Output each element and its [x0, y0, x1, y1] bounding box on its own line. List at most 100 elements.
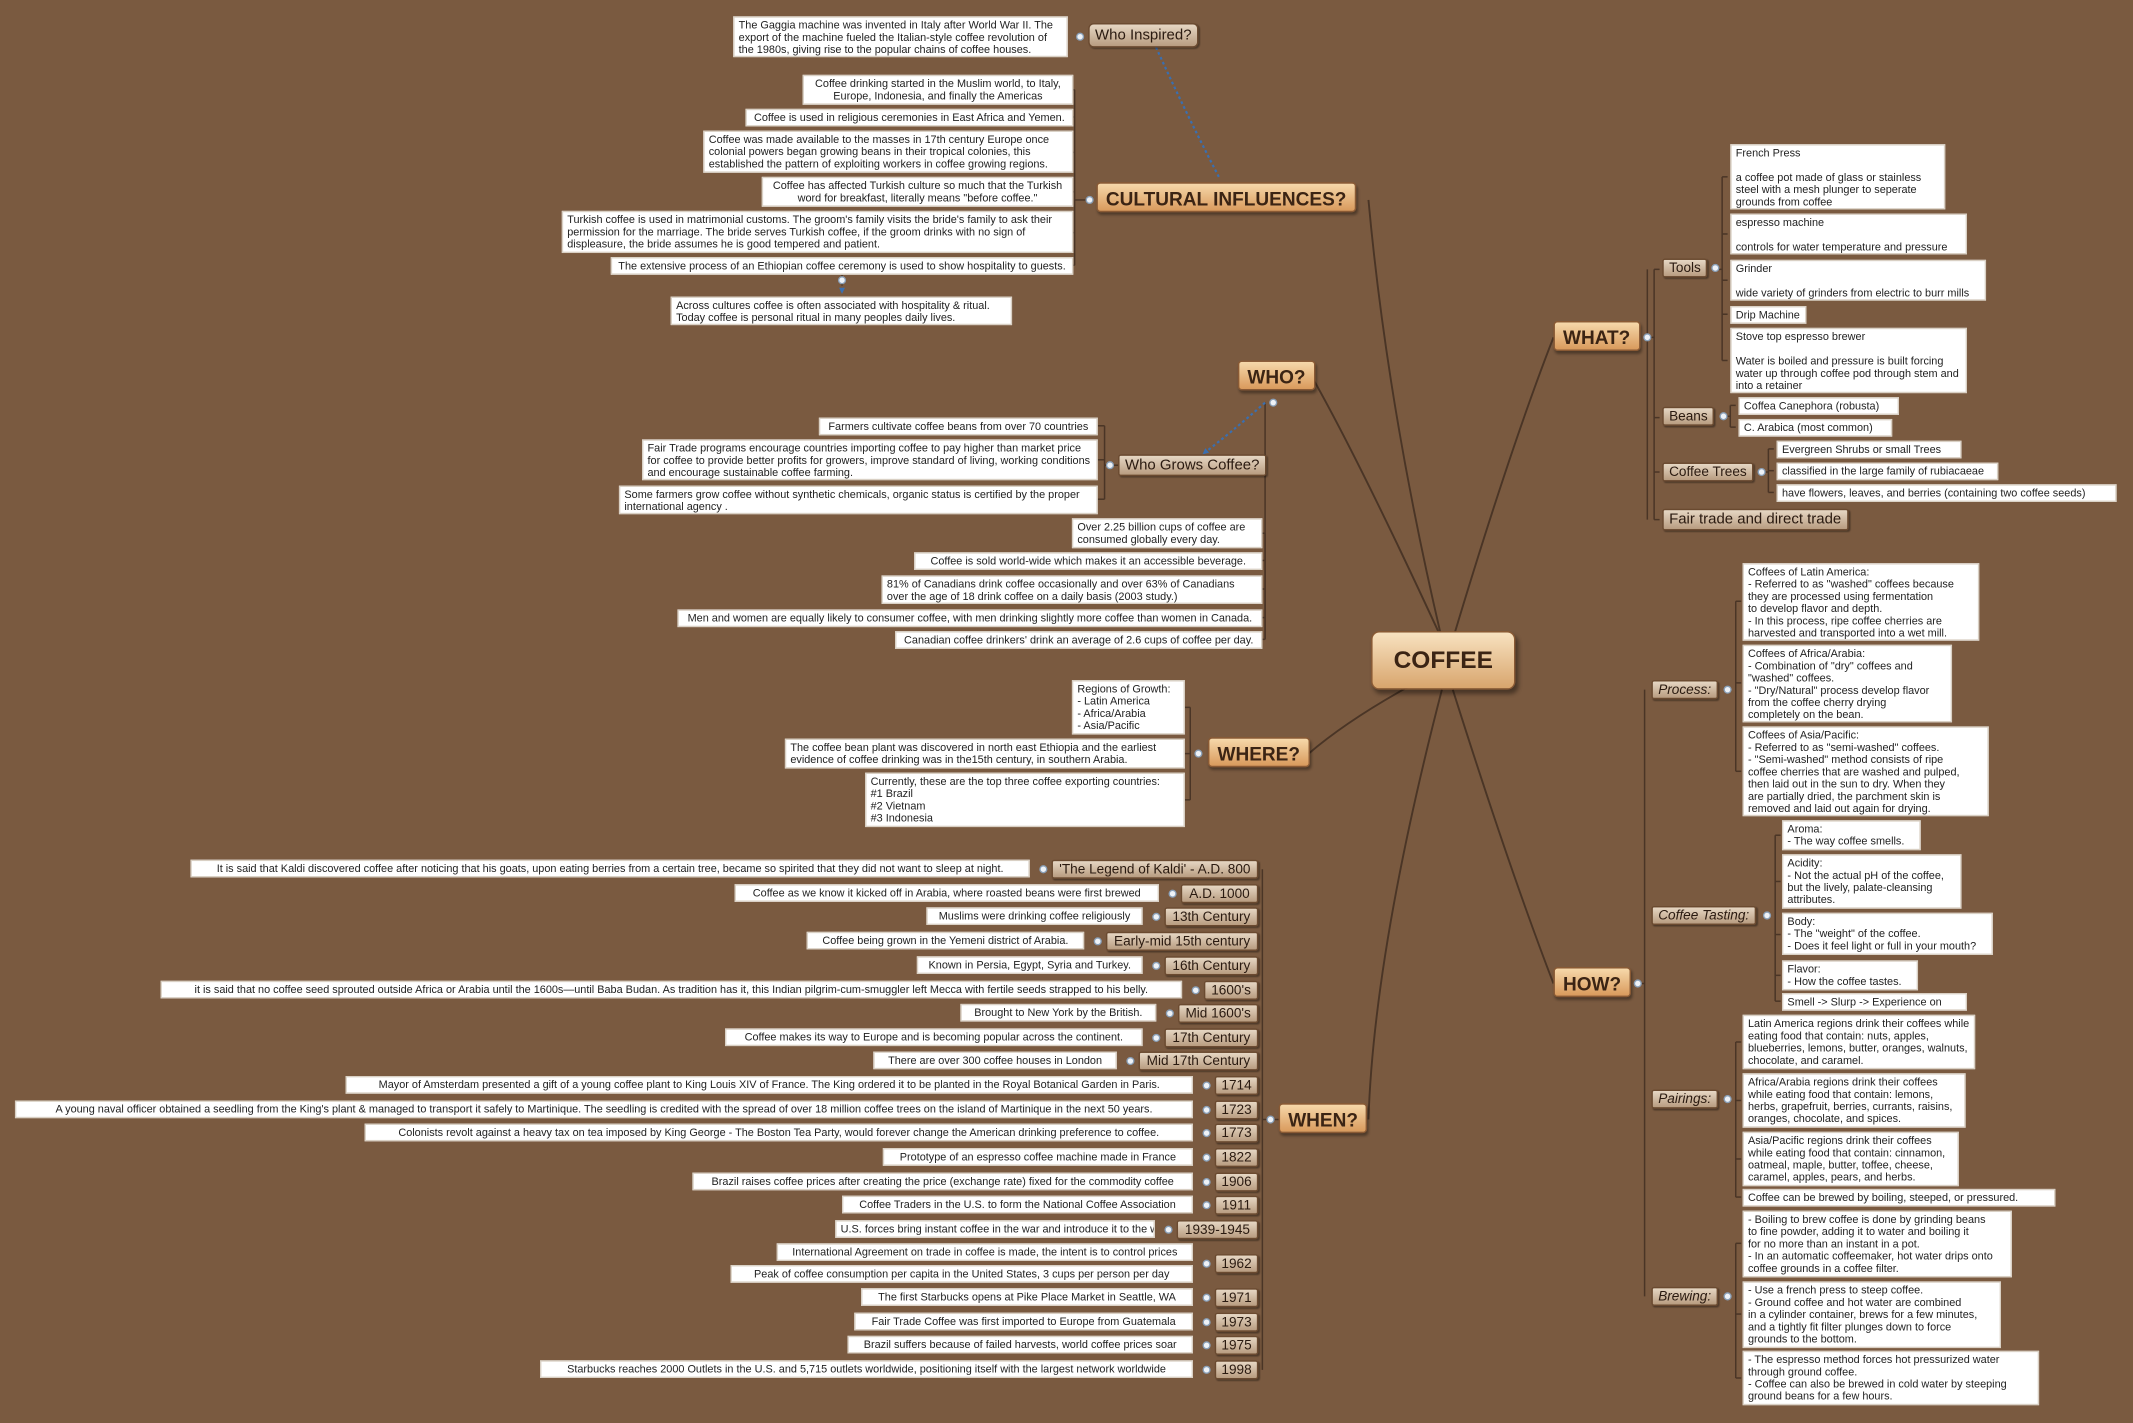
root-topic-coffee[interactable]: COFFEE — [1371, 631, 1516, 690]
topic-beans[interactable]: Beans — [1662, 406, 1715, 426]
topic-coffee-tasting[interactable]: Coffee Tasting: — [1651, 905, 1757, 926]
timeline-note: Brought to New York by the British. — [960, 1003, 1157, 1022]
collapse-dot[interactable] — [1168, 889, 1177, 898]
collapse-dot[interactable] — [1762, 911, 1772, 920]
timeline-note: Brazil raises coffee prices after creati… — [692, 1172, 1193, 1191]
timeline-date[interactable]: 13th Century — [1164, 907, 1259, 927]
collapse-dot[interactable] — [1723, 1292, 1732, 1301]
note-brew-espresso: - The espresso method forces hot pressur… — [1742, 1350, 2040, 1406]
note-cultural-4: Coffee has affected Turkish culture so m… — [761, 176, 1074, 207]
collapse-dot[interactable] — [1643, 333, 1652, 342]
timeline-date[interactable]: 1973 — [1214, 1312, 1259, 1332]
collapse-dot[interactable] — [1202, 1365, 1211, 1374]
timeline-note: The first Starbucks opens at Pike Place … — [861, 1288, 1193, 1306]
collapse-dot[interactable] — [1202, 1105, 1211, 1115]
collapse-dot[interactable] — [1152, 961, 1161, 970]
timeline-date[interactable]: 17th Century — [1164, 1028, 1259, 1048]
collapse-dot[interactable] — [1202, 1259, 1211, 1268]
timeline-date[interactable]: 1971 — [1214, 1288, 1259, 1308]
collapse-dot[interactable] — [1723, 685, 1732, 694]
note-cultural-3: Coffee was made available to the masses … — [703, 130, 1074, 173]
collapse-dot[interactable] — [1164, 1225, 1173, 1234]
note-brew-boil: - Boiling to brew coffee is done by grin… — [1742, 1210, 2012, 1278]
collapse-dot[interactable] — [1093, 937, 1102, 946]
collapse-dot[interactable] — [1266, 1115, 1275, 1124]
collapse-dot[interactable] — [1757, 467, 1766, 477]
branch-when — [1367, 689, 1443, 1120]
collapse-dot[interactable] — [1202, 1201, 1211, 1210]
collapse-dot[interactable] — [1202, 1081, 1211, 1090]
collapse-dot[interactable] — [1202, 1293, 1211, 1302]
collapse-dot[interactable] — [1152, 912, 1161, 921]
timeline-date[interactable]: 1998 — [1214, 1360, 1259, 1380]
collapse-dot[interactable] — [1075, 32, 1085, 41]
topic-fair-direct-trade[interactable]: Fair trade and direct trade — [1662, 508, 1849, 531]
topic-process[interactable]: Process: — [1651, 680, 1718, 700]
topic-what[interactable]: WHAT? — [1553, 321, 1640, 351]
collapse-dot[interactable] — [1105, 461, 1115, 470]
timeline-date[interactable]: 16th Century — [1164, 956, 1259, 976]
branch-what — [1451, 337, 1555, 640]
collapse-dot[interactable] — [1194, 749, 1203, 758]
collapse-dot[interactable] — [1165, 1009, 1174, 1018]
timeline-note: It is said that Kaldi discovered coffee … — [190, 859, 1030, 878]
note-acidity: Acidity: - Not the actual pH of the coff… — [1781, 854, 1962, 909]
collapse-dot[interactable] — [1269, 398, 1278, 407]
timeline-note: Coffee as we know it kicked off in Arabi… — [734, 884, 1159, 902]
collapse-dot[interactable] — [1633, 979, 1642, 988]
timeline-date[interactable]: 1822 — [1214, 1148, 1259, 1168]
collapse-dot[interactable] — [1202, 1341, 1211, 1350]
topic-who-inspired[interactable]: Who Inspired? — [1088, 23, 1199, 48]
collapse-dot[interactable] — [1202, 1318, 1211, 1327]
note-brewed-methods: Coffee can be brewed by boiling, steeped… — [1742, 1188, 2056, 1207]
note-cultural-2: Coffee is used in religious ceremonies i… — [745, 108, 1074, 127]
collapse-dot[interactable] — [1202, 1129, 1211, 1138]
collapse-dot[interactable] — [1202, 1153, 1211, 1162]
note-cultural-6: The extensive process of an Ethiopian co… — [610, 257, 1074, 275]
timeline-note: Peak of coffee consumption per capita in… — [730, 1265, 1193, 1283]
topic-where[interactable]: WHERE? — [1207, 737, 1310, 768]
topic-brewing[interactable]: Brewing: — [1651, 1286, 1718, 1306]
timeline-note: Mayor of Amsterdam presented a gift of a… — [345, 1075, 1193, 1094]
collapse-dot[interactable] — [1711, 263, 1720, 273]
collapse-dot[interactable] — [1039, 865, 1048, 874]
note-flowers: have flowers, leaves, and berries (conta… — [1776, 484, 2117, 502]
timeline-date[interactable]: Mid 17th Century — [1138, 1051, 1259, 1071]
timeline-date[interactable]: 1906 — [1214, 1172, 1259, 1192]
note-process-africa: Coffees of Africa/Arabia: - Combination … — [1742, 644, 1953, 723]
timeline-date[interactable]: 1962 — [1214, 1254, 1259, 1274]
timeline-date[interactable]: 1911 — [1214, 1195, 1259, 1215]
timeline-note: Coffee Traders in the U.S. to form the N… — [842, 1195, 1193, 1214]
timeline-date[interactable]: 'The Legend of Kaldi' - A.D. 800 — [1051, 859, 1259, 879]
collapse-dot[interactable] — [1085, 195, 1094, 205]
topic-who-grows-coffee[interactable]: Who Grows Coffee? — [1118, 454, 1267, 477]
topic-who[interactable]: WHO? — [1237, 360, 1316, 391]
collapse-dot[interactable] — [1126, 1056, 1135, 1066]
timeline-date[interactable]: Early-mid 15th century — [1105, 931, 1259, 951]
topic-when[interactable]: WHEN? — [1278, 1103, 1368, 1134]
note-robusta: Coffea Canephora (robusta) — [1738, 397, 1899, 415]
collapse-dot[interactable] — [1723, 1095, 1732, 1104]
timeline-date[interactable]: 1600's — [1203, 980, 1259, 1000]
topic-cultural-influences[interactable]: CULTURAL INFLUENCES? — [1096, 182, 1356, 213]
note-fair-trade: Fair Trade programs encourage countries … — [642, 439, 1098, 481]
collapse-dot[interactable] — [1202, 1178, 1211, 1187]
collapse-dot[interactable] — [1152, 1033, 1161, 1042]
timeline-date[interactable]: A.D. 1000 — [1180, 884, 1259, 904]
collapse-dot[interactable] — [1191, 986, 1200, 995]
timeline-date[interactable]: 1939-1945 — [1176, 1220, 1259, 1240]
timeline-date[interactable]: Mid 1600's — [1178, 1003, 1259, 1023]
collapse-dot[interactable] — [1719, 412, 1728, 421]
timeline-date[interactable]: 1975 — [1214, 1335, 1259, 1355]
relation-arrow-who-grows — [1201, 401, 1266, 456]
topic-how[interactable]: HOW? — [1553, 967, 1631, 998]
timeline-date[interactable]: 1723 — [1214, 1100, 1259, 1120]
relation-arrow-who-inspired — [1148, 32, 1220, 178]
topic-coffee-trees[interactable]: Coffee Trees — [1662, 462, 1754, 482]
topic-tools[interactable]: Tools — [1662, 258, 1708, 278]
topic-pairings[interactable]: Pairings: — [1651, 1089, 1718, 1109]
timeline-date[interactable]: 1773 — [1214, 1123, 1259, 1143]
timeline-date[interactable]: 1714 — [1214, 1075, 1259, 1096]
collapse-dot[interactable] — [837, 276, 847, 285]
